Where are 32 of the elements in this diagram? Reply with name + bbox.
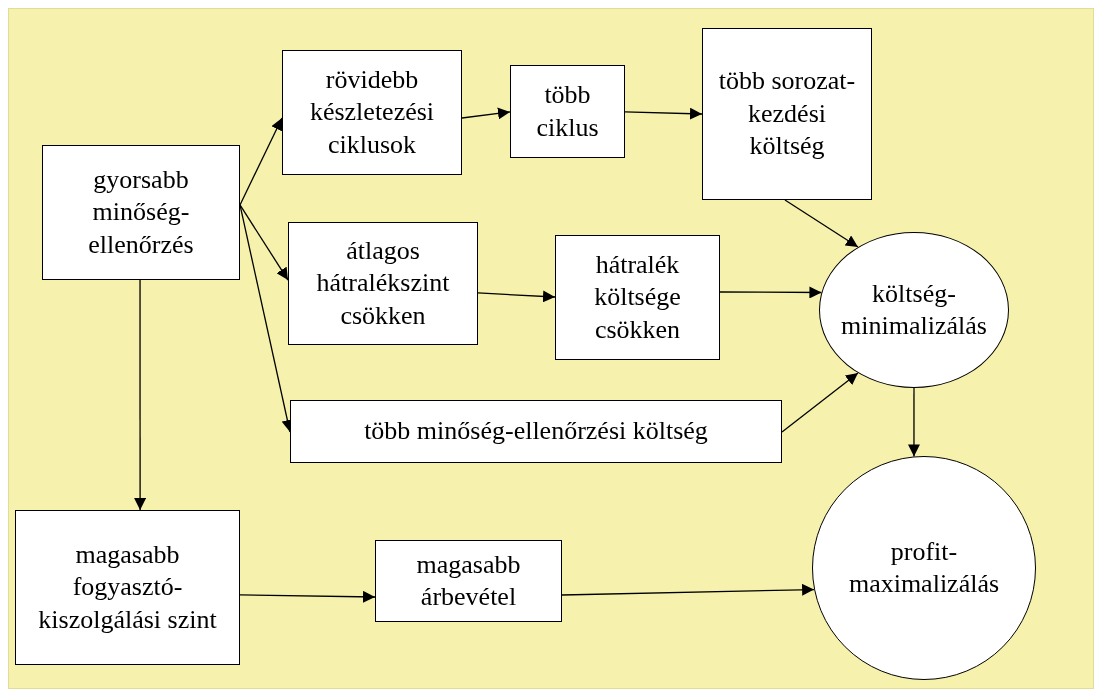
arrow (719, 286, 823, 299)
node-text: több minőség-ellenőrzési költség (364, 415, 708, 448)
arrow (781, 372, 859, 433)
process-box (510, 65, 625, 158)
arrow (561, 583, 815, 596)
arrow (239, 117, 283, 206)
node-text: rövidebb készletezési ciklusok (308, 63, 436, 161)
node-text: hátralék költsége csökken (593, 248, 682, 346)
node-text: több ciklus (535, 79, 600, 144)
process-box (375, 540, 562, 622)
arrow (134, 279, 147, 511)
process-box (15, 510, 240, 665)
node-text: több sorozat-kezdési költség (717, 65, 857, 163)
node-text: magasabb árbevétel (415, 548, 522, 613)
node-text: magasabb fogyasztó-kiszolgálási szint (37, 538, 218, 636)
process-box (702, 28, 872, 200)
node-text: gyorsabb minőség-ellenőrzés (87, 163, 195, 261)
arrow (461, 107, 511, 120)
process-box (288, 222, 478, 345)
process-box (42, 145, 240, 280)
process-box (282, 50, 462, 175)
process-box (290, 400, 782, 463)
process-box (555, 235, 720, 360)
node-text: költség-minimalizálás (840, 277, 988, 342)
arrow (624, 107, 703, 120)
arrow (239, 204, 289, 281)
node-text: profit-maximalizálás (847, 535, 1001, 600)
node-text: átlagos hátralékszint csökken (315, 234, 451, 332)
arrow (477, 290, 556, 303)
arrow (907, 387, 920, 458)
arrow (784, 199, 859, 248)
arrow (239, 590, 376, 603)
